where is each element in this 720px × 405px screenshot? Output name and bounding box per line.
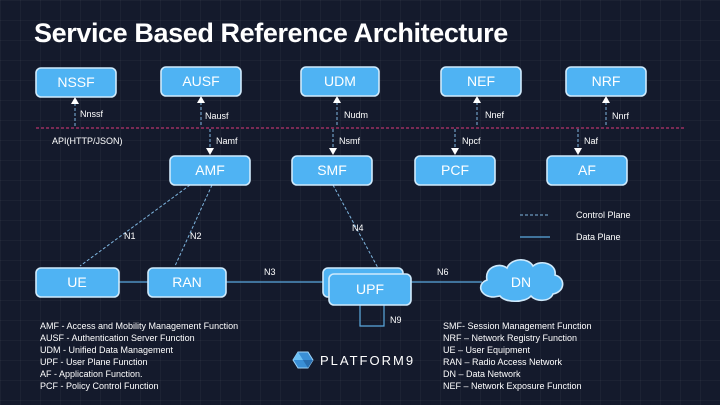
af-box[interactable]: AF xyxy=(546,155,628,186)
nsmf-label: Nsmf xyxy=(339,136,360,146)
ausf-arrowhead xyxy=(197,96,205,103)
n3-label: N3 xyxy=(264,267,276,277)
n1-link xyxy=(79,184,191,267)
nrf-label: NRF xyxy=(592,73,621,89)
ausf-box[interactable]: AUSF xyxy=(160,66,242,97)
control-plane-legend-label: Control Plane xyxy=(576,210,631,220)
upf-front-layer xyxy=(328,273,412,306)
n4-link xyxy=(332,184,379,269)
upf-label: UPF xyxy=(356,281,384,297)
nnef-label: Nnef xyxy=(485,110,505,120)
amf-box[interactable]: AMF xyxy=(169,155,251,186)
legend-item: SMF- Session Management Function xyxy=(443,321,592,331)
smf-label: SMF xyxy=(317,162,347,178)
platform9-logo-text: PLATFORM9 xyxy=(320,352,416,368)
platform9-logo-icon xyxy=(292,351,314,369)
n9-label: N9 xyxy=(390,315,402,325)
pcf-box[interactable]: PCF xyxy=(414,155,496,186)
nssf-label: NSSF xyxy=(57,74,94,90)
legend-item: UE – User Equipment xyxy=(443,345,531,355)
legend-item: NRF – Network Registry Function xyxy=(443,333,578,343)
ue-box[interactable]: UE xyxy=(35,267,120,298)
upf-box[interactable]: UPF xyxy=(322,267,412,306)
nrf-arrowhead xyxy=(602,96,610,103)
ue-label: UE xyxy=(67,274,86,290)
api-bus-label: API(HTTP/JSON) xyxy=(52,136,123,146)
n9-loop xyxy=(359,304,385,327)
nssf-box[interactable]: NSSF xyxy=(35,67,117,98)
dn-cloud[interactable]: DN xyxy=(479,259,564,303)
n6-label: N6 xyxy=(437,267,449,277)
naf-label: Naf xyxy=(584,136,599,146)
ran-label: RAN xyxy=(172,274,202,290)
ausf-label: AUSF xyxy=(182,73,219,89)
pcf-label: PCF xyxy=(441,162,469,178)
legend-item: DN – Data Network xyxy=(443,369,521,379)
n2-link xyxy=(174,184,213,267)
legend-item: RAN – Radio Access Network xyxy=(443,357,563,367)
legend-item: NEF – Network Exposure Function xyxy=(443,381,582,391)
npcf-label: Npcf xyxy=(462,136,481,146)
af-arrowhead xyxy=(574,148,582,155)
n1-label: N1 xyxy=(124,231,136,241)
udm-arrowhead xyxy=(333,96,341,103)
nnssf-label: Nnssf xyxy=(80,109,104,119)
udm-label: UDM xyxy=(324,73,356,89)
legend-item: UPF - User Plane Function xyxy=(40,357,148,367)
pcf-arrowhead xyxy=(451,148,459,155)
slide-title: Service Based Reference Architecture xyxy=(34,18,508,48)
udm-box[interactable]: UDM xyxy=(300,66,380,97)
amf-arrowhead xyxy=(206,148,214,155)
nausf-label: Nausf xyxy=(205,111,229,121)
dn-cloud-shape xyxy=(479,259,564,303)
namf-label: Namf xyxy=(216,136,238,146)
data-plane-legend-label: Data Plane xyxy=(576,232,621,242)
amf-label: AMF xyxy=(195,162,225,178)
nrf-box[interactable]: NRF xyxy=(565,66,647,97)
smf-box[interactable]: SMF xyxy=(291,155,373,186)
nef-arrowhead xyxy=(473,96,481,103)
nef-box[interactable]: NEF xyxy=(440,66,522,97)
legend-item: AMF - Access and Mobility Management Fun… xyxy=(40,321,239,331)
n2-label: N2 xyxy=(190,231,202,241)
legend-item: AF - Application Function. xyxy=(40,369,143,379)
nudm-label: Nudm xyxy=(344,110,368,120)
n4-label: N4 xyxy=(352,223,364,233)
platform9-logo: PLATFORM9 xyxy=(292,351,415,369)
smf-arrowhead xyxy=(329,148,337,155)
ran-box[interactable]: RAN xyxy=(147,267,227,298)
legend-right: SMF- Session Management Function NRF – N… xyxy=(443,320,592,392)
af-label: AF xyxy=(578,162,596,178)
legend-left: AMF - Access and Mobility Management Fun… xyxy=(40,320,238,392)
dn-label: DN xyxy=(511,274,531,290)
legend-item: PCF - Policy Control Function xyxy=(40,381,159,391)
arrowheads xyxy=(71,96,610,155)
nssf-arrowhead xyxy=(71,97,79,104)
legend-item: UDM - Unified Data Management xyxy=(40,345,174,355)
legend-item: AUSF - Authentication Server Function xyxy=(40,333,195,343)
nnrf-label: Nnrf xyxy=(612,111,630,121)
nef-label: NEF xyxy=(467,73,495,89)
